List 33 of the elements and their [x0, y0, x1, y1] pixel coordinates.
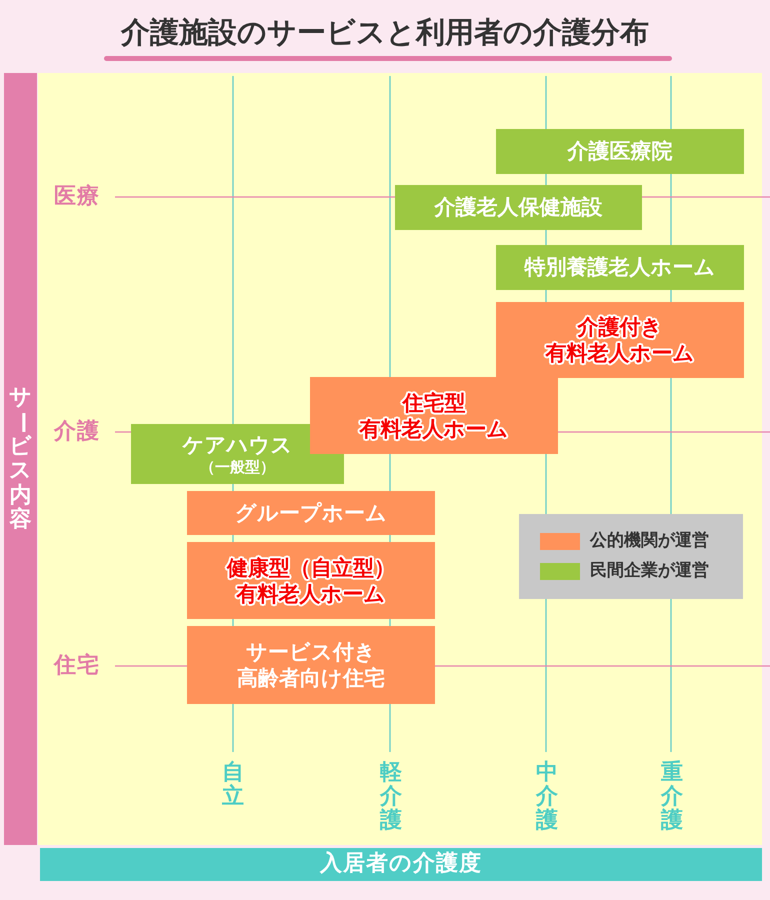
box-label: 介護医療院 [568, 139, 672, 164]
facility-box [496, 245, 744, 290]
axis-label: 住宅 [54, 654, 100, 678]
legend-label: 民間企業が運営 [590, 562, 709, 580]
box-label: 住宅型有料老人ホーム [360, 390, 508, 442]
box-label: 健康型（自立型）有料老人ホーム [227, 554, 395, 606]
box-label: 特別養護老人ホーム [524, 255, 716, 280]
axis-title-band [40, 848, 762, 881]
box-label: ケアハウス [182, 432, 292, 458]
legend-label: 公的機関が運営 [590, 532, 709, 550]
axis-title: サービス内容 [9, 386, 32, 532]
axis-label: 医療 [54, 184, 100, 210]
title: 介護施設のサービスと利用者の介護分布 [121, 14, 649, 51]
axis-label: 軽介護 [380, 761, 402, 833]
axis-label: 介護 [54, 420, 100, 444]
axis-label: 自立 [222, 761, 244, 809]
axis-title-band [4, 73, 37, 845]
facility-box [496, 129, 744, 174]
facility-box [187, 626, 435, 704]
box-label: 介護老人保健施設 [434, 195, 602, 220]
facility-box [310, 377, 558, 454]
facility-box [395, 185, 642, 230]
facility-box [131, 424, 344, 484]
box-label: サービス付き高齢者向け住宅 [237, 639, 385, 691]
facility-box [187, 491, 435, 535]
box-label: 介護付き有料老人ホーム [546, 314, 694, 366]
axis-label: 中介護 [536, 761, 558, 833]
facility-box [187, 542, 435, 619]
box-label: （一般型） [200, 458, 275, 476]
box-label: グループホーム [235, 500, 387, 526]
axis-title: 入居者の介護度 [320, 852, 482, 877]
facility-box [496, 302, 744, 378]
axis-label: 重介護 [661, 761, 683, 833]
